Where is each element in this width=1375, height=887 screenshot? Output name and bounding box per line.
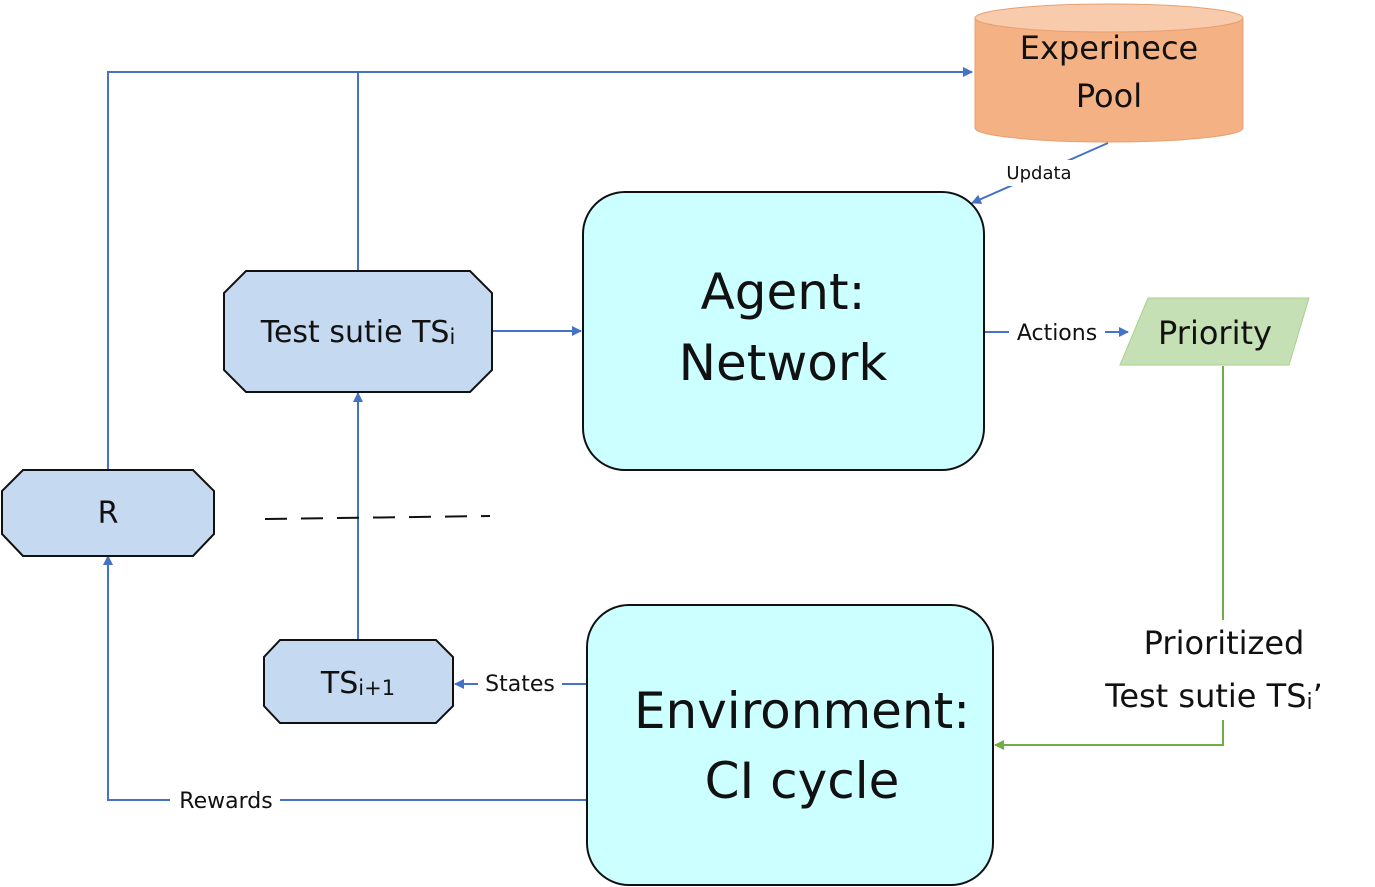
prioritized-label-line1: Prioritized	[1144, 624, 1305, 662]
environment-label-line1: Environment:	[634, 682, 970, 740]
experience-pool-cylinder: Experinece Pool	[974, 3, 1244, 143]
test-suite-node: Test sutie TSi	[223, 270, 493, 393]
states-edge-label: States	[485, 672, 555, 697]
rewards-connector	[103, 555, 587, 801]
prioritized-label-line2-main: Test sutie TS	[1104, 677, 1306, 715]
environment-label-line2: CI cycle	[705, 752, 900, 810]
next-state-node: TSi+1	[263, 639, 454, 724]
experience-pool-label-line2: Pool	[1076, 77, 1142, 115]
reward-node-label: R	[98, 496, 119, 531]
test-suite-label: Test sutie TSi	[260, 315, 456, 350]
reward-node: R	[1, 469, 215, 557]
test-suite-label-subscript: i	[449, 325, 455, 349]
prioritized-label-line2-subscript: i	[1307, 690, 1313, 715]
agent-box: Agent: Network	[582, 191, 985, 471]
next-state-label-main: TS	[320, 666, 358, 701]
priority-label: Priority	[1158, 314, 1272, 352]
agent-label-line2: Network	[679, 334, 888, 392]
r-to-pool-connector	[107, 67, 973, 470]
actions-edge-label: Actions	[1017, 321, 1097, 346]
agent-label-line1: Agent:	[701, 263, 866, 321]
rewards-edge-label: Rewards	[179, 789, 272, 814]
next-state-label: TSi+1	[320, 666, 395, 701]
next-state-label-subscript: i+1	[358, 676, 395, 700]
environment-box: Environment: CI cycle	[586, 604, 994, 886]
experience-pool-label-line1: Experinece	[1020, 29, 1198, 67]
prioritized-connector	[994, 366, 1224, 750]
time-step-separator	[264, 515, 491, 520]
prioritized-label-line2: Test sutie TSi’	[1104, 677, 1323, 715]
test-suite-label-main: Test sutie TS	[260, 315, 450, 350]
update-edge-label: Updata	[1006, 163, 1071, 184]
priority-node: Priority	[1119, 297, 1310, 366]
prioritized-label-line2-prime: ’	[1313, 677, 1323, 715]
